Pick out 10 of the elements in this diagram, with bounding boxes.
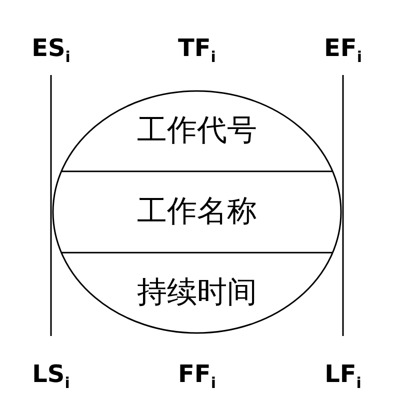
node-text: 工作代号 [137, 112, 257, 149]
oval-node [52, 90, 342, 334]
time-parameter-label: TF$_{i}$ [178, 34, 216, 68]
time-parameter-label: ES$_{i}$ [32, 34, 70, 68]
time-parameter-label: LS$_{i}$ [32, 360, 70, 394]
time-parameter-label: EF$_{i}$ [324, 34, 362, 68]
node-text: 持续时间 [137, 275, 257, 312]
time-parameter-label: FF$_{i}$ [178, 360, 216, 394]
time-parameter-label: LF$_{i}$ [324, 360, 362, 394]
node-text: 工作名称 [137, 194, 257, 230]
